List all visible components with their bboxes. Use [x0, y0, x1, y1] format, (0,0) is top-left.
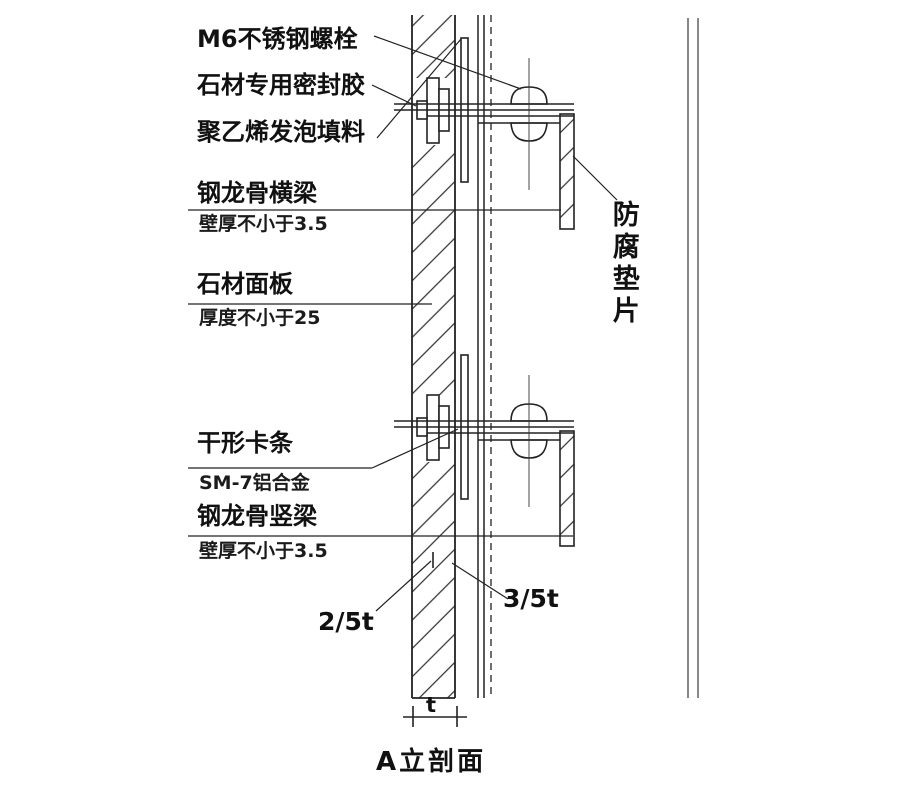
label-foam-filler: 聚乙烯发泡填料 — [197, 118, 365, 146]
label-gasket: 防腐垫片 — [607, 200, 639, 328]
label-clip: 干形卡条 — [197, 429, 293, 457]
label-m6-bolt: M6不锈钢螺栓 — [197, 25, 358, 53]
leader-lines — [188, 35, 618, 612]
thickness-dimension — [403, 706, 467, 727]
label-sealant: 石材专用密封胶 — [197, 71, 365, 99]
leader-dim-front — [375, 560, 432, 612]
label-mullion: 钢龙骨竖梁 — [197, 502, 317, 530]
leader-gasket — [572, 155, 618, 201]
leader-m6-bolt — [373, 35, 522, 90]
label-dim-back: 3/5t — [503, 584, 559, 613]
label-mullion-note: 壁厚不小于3.5 — [199, 540, 328, 562]
leader-sealant — [371, 84, 417, 107]
label-dim-thickness: t — [426, 693, 437, 717]
label-stone-panel: 石材面板 — [197, 270, 293, 298]
drawing-title: A立剖面 — [376, 747, 487, 777]
label-dim-front: 2/5t — [318, 607, 374, 636]
label-beam-note: 壁厚不小于3.5 — [199, 213, 328, 235]
leader-dim-back — [451, 562, 509, 600]
label-stone-note: 厚度不小于25 — [199, 307, 321, 329]
label-beam: 钢龙骨横梁 — [197, 179, 317, 207]
leader-clip-diagonal — [371, 428, 459, 469]
label-clip-note: SM-7铝合金 — [199, 472, 310, 494]
steel-keel-lines — [477, 15, 492, 698]
structure-wall-lines — [687, 18, 699, 698]
leader-foam — [376, 38, 462, 139]
